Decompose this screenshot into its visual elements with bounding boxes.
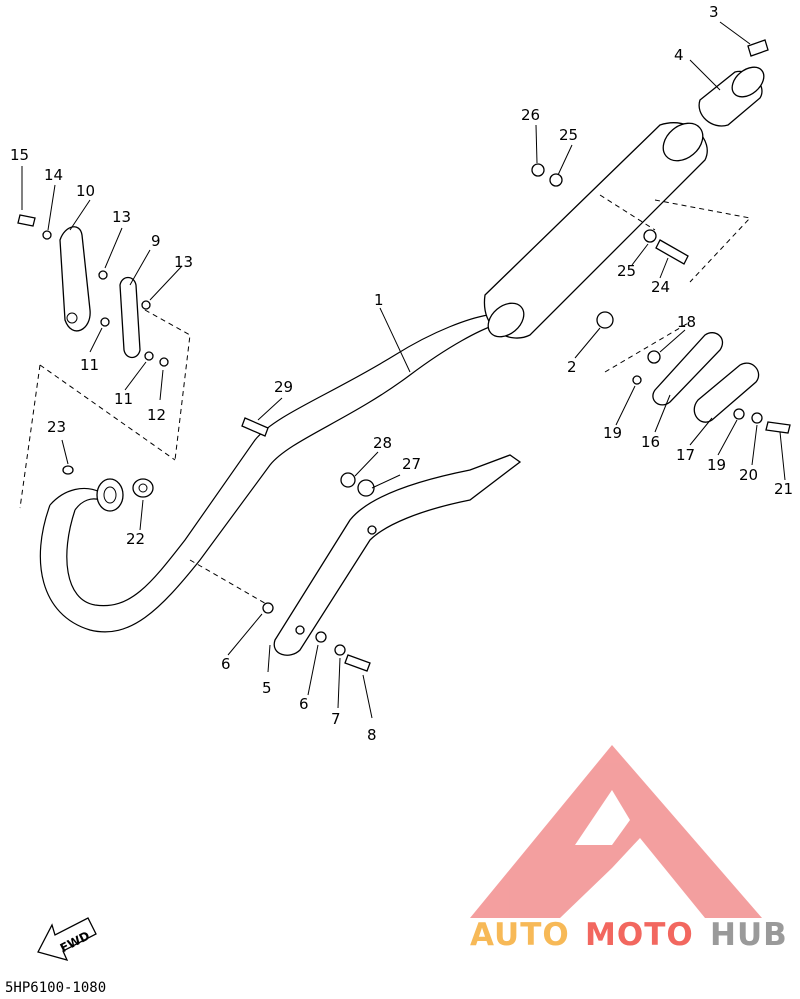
part-label: 27: [402, 455, 421, 473]
exhaust-pipe: [39, 314, 496, 633]
part-label: 10: [76, 182, 95, 200]
muffler: [483, 122, 708, 339]
part-label: 9: [151, 232, 161, 250]
protector-parts: [17, 214, 169, 367]
part-label: 26: [521, 106, 540, 124]
part-label: 19: [603, 424, 622, 442]
watermark-word-moto: MOTO: [585, 917, 694, 953]
part-label: 16: [641, 433, 660, 451]
part-label: 29: [274, 378, 293, 396]
leader-lines: [21, 21, 786, 719]
part-label: 19: [707, 456, 726, 474]
part-label: 5: [262, 679, 272, 697]
muffler-bracket: [273, 454, 522, 656]
part-label: 4: [674, 46, 684, 64]
part-label: 1: [374, 291, 384, 309]
part-label: 22: [126, 530, 145, 548]
fasteners: [241, 39, 769, 672]
part-label: 14: [44, 166, 63, 184]
part-labels: 1 2 3 4 5 6 6 7 8 9 10 11 11 12 13 13 14…: [10, 3, 793, 744]
part-label: 17: [676, 446, 695, 464]
watermark-text: AUTO MOTO HUB: [470, 917, 788, 953]
part-label: 21: [774, 480, 793, 498]
watermark-word-auto: AUTO: [470, 917, 570, 953]
part-label: 12: [147, 406, 166, 424]
part-label: 28: [373, 434, 392, 452]
part-label: 8: [367, 726, 377, 744]
part-label: 13: [112, 208, 131, 226]
part-label: 13: [174, 253, 193, 271]
part-label: 20: [739, 466, 758, 484]
part-label: 7: [331, 710, 341, 728]
part-label: 24: [651, 278, 670, 296]
plates: [632, 332, 791, 434]
part-label: 18: [677, 313, 696, 331]
dashed-guides: [19, 194, 751, 606]
part-label: 25: [559, 126, 578, 144]
part-label: 6: [299, 695, 309, 713]
part-label: 2: [567, 358, 577, 376]
flange: [62, 465, 154, 512]
part-label: 25: [617, 262, 636, 280]
part-label: 15: [10, 146, 29, 164]
part-label: 11: [114, 390, 133, 408]
part-label: 23: [47, 418, 66, 436]
part-label: 11: [80, 356, 99, 374]
watermark-logo: [470, 745, 762, 918]
fwd-arrow: FWD: [37, 917, 97, 961]
part-label: 6: [221, 655, 231, 673]
diagram-code: 5HP6100-1080: [5, 980, 106, 996]
watermark-word-hub: HUB: [710, 917, 788, 953]
part-label: 3: [709, 3, 719, 21]
tail-pipe: [698, 66, 765, 127]
